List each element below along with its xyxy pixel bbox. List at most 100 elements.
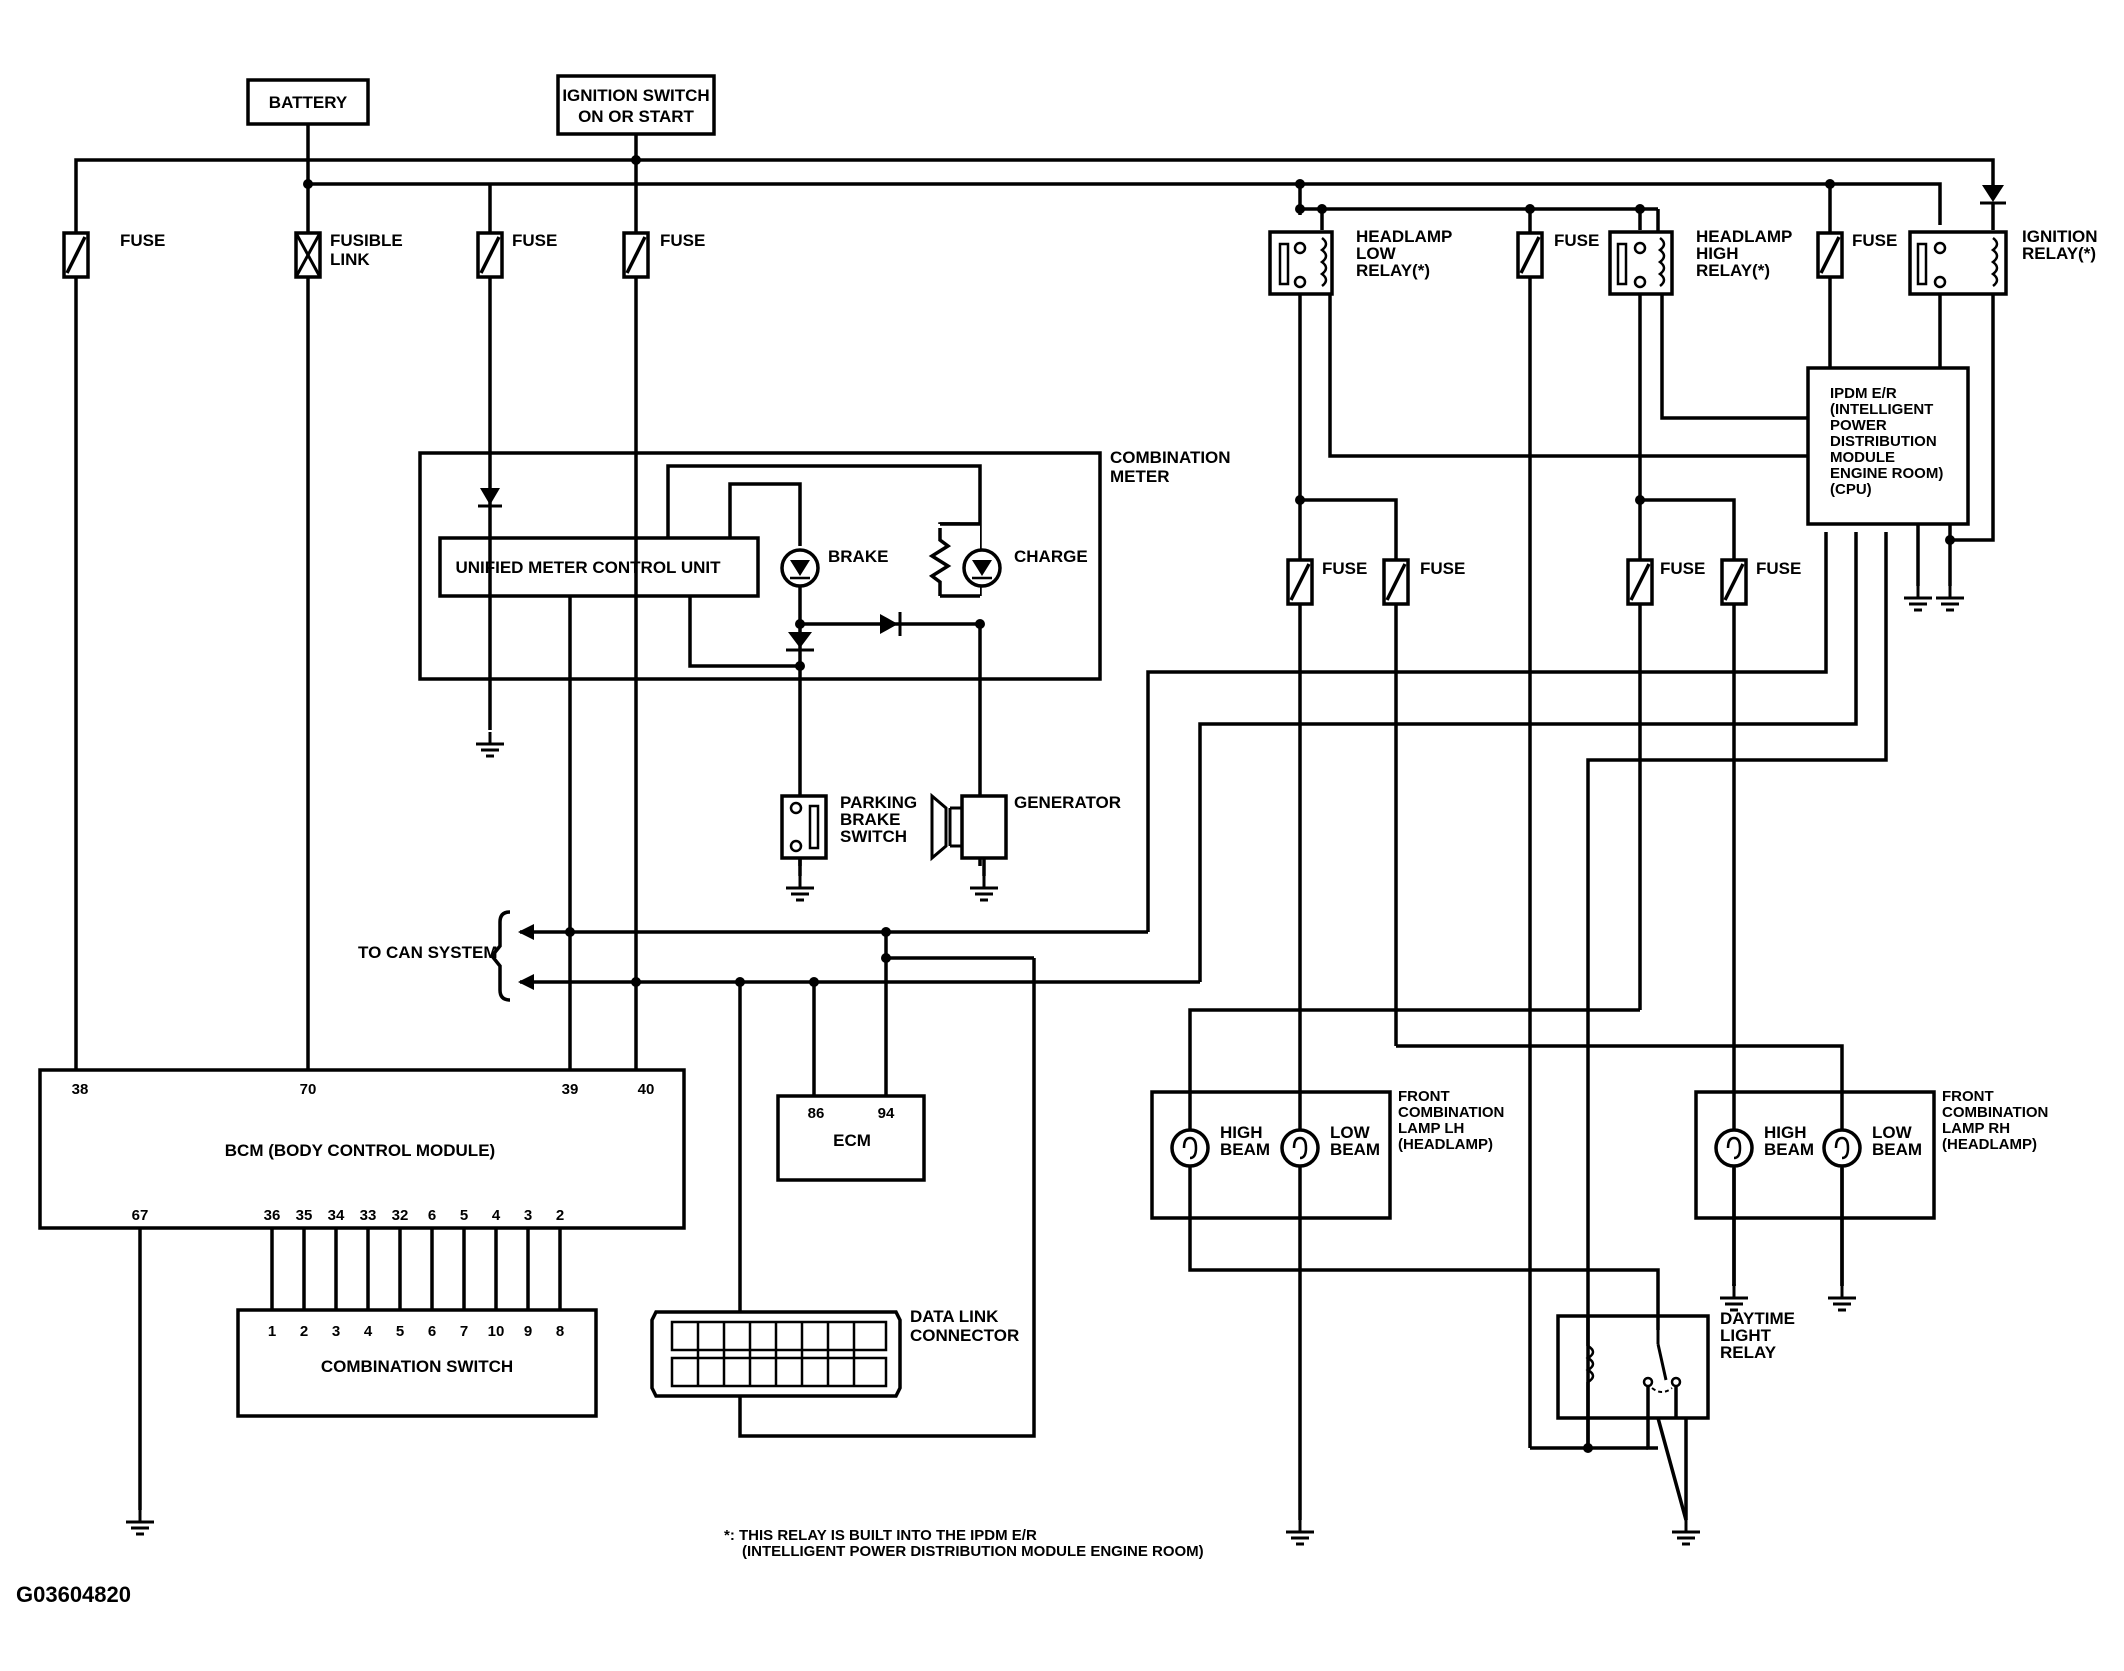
combination-switch-pin: 5	[396, 1323, 404, 1340]
bcm-label: BCM (BODY CONTROL MODULE)	[225, 1141, 495, 1160]
front-lamp-rh-label-4: (HEADLAMP)	[1942, 1136, 2037, 1153]
right-fuses	[1516, 225, 1844, 1448]
headlamp-high-relay-label-2: HIGH	[1696, 244, 1739, 263]
bcm-pin: 4	[492, 1207, 501, 1224]
low-beam-rh-label-2: BEAM	[1872, 1140, 1922, 1159]
combination-switch-pin: 9	[524, 1323, 532, 1340]
ipdm-label: DISTRIBUTION	[1830, 433, 1937, 450]
fuse-label: FUSE	[512, 231, 557, 250]
parking-brake-switch-label-3: SWITCH	[840, 827, 907, 846]
ignition-relay-label-2: RELAY(*)	[2022, 244, 2096, 263]
ipdm-label: (CPU)	[1830, 481, 1872, 498]
brake-lamp-icon	[780, 548, 820, 588]
footnote-line-2: (INTELLIGENT POWER DISTRIBUTION MODULE E…	[742, 1543, 1204, 1560]
fuse-label: FUSE	[120, 231, 165, 250]
figure-id: G03604820	[16, 1582, 131, 1607]
front-lamp-lh-box	[1150, 1090, 1392, 1220]
can-bus	[489, 532, 1888, 1448]
brake-lamp-label: BRAKE	[828, 547, 888, 566]
data-link-connector-label: DATA LINK	[910, 1307, 999, 1326]
bcm-pin: 36	[264, 1207, 281, 1224]
ignition-relay-label: IGNITION	[2022, 227, 2098, 246]
fuse-label: FUSE	[1420, 559, 1465, 578]
combination-switch-box	[236, 1308, 598, 1418]
bcm-box	[38, 1068, 686, 1230]
fusible-link-label: FUSIBLE	[330, 231, 403, 250]
parking-brake-switch-label: PARKING	[840, 793, 917, 812]
ipdm-box	[1806, 366, 1970, 526]
parking-brake-switch-label-2: BRAKE	[840, 810, 900, 829]
data-link-connector-icon	[650, 1310, 902, 1398]
ecm-label: ECM	[833, 1131, 871, 1150]
bcm-pin: 3	[524, 1207, 532, 1224]
front-lamp-lh-label-2: COMBINATION	[1398, 1104, 1504, 1121]
generator-icon	[930, 792, 1008, 902]
bcm-pin: 33	[360, 1207, 377, 1224]
fuse-label: FUSE	[1322, 559, 1367, 578]
high-beam-rh-label-2: BEAM	[1764, 1140, 1814, 1159]
supply-rails	[74, 124, 2006, 238]
ipdm-label: POWER	[1830, 417, 1887, 434]
front-lamp-rh-label-3: LAMP RH	[1942, 1120, 2010, 1137]
combination-switch-label: COMBINATION SWITCH	[321, 1357, 513, 1376]
relay-control-wiring	[1328, 294, 1995, 612]
headlamp-low-relay-label-3: RELAY(*)	[1356, 261, 1430, 280]
high-beam-lh-label-2: BEAM	[1220, 1140, 1270, 1159]
ignition-switch-state: ON OR START	[578, 107, 694, 126]
fuse-label: FUSE	[1554, 231, 1599, 250]
bcm-pin: 67	[132, 1207, 149, 1224]
low-beam-rh-icon	[1822, 1128, 1862, 1168]
fuse-label: FUSE	[1852, 231, 1897, 250]
headlamp-fuses	[1286, 294, 1748, 1520]
bcm-pin: 32	[392, 1207, 409, 1224]
headlamp-high-relay-label: HEADLAMP	[1696, 227, 1792, 246]
high-beam-lh-icon	[1170, 1128, 1210, 1168]
combination-switch-pin: 6	[428, 1323, 436, 1340]
combination-switch-pins: 1 2 3 4 5 6 7 10 9 8	[268, 1323, 564, 1340]
lamp-routing	[1188, 1008, 1844, 1330]
fuse-label: FUSE	[660, 231, 705, 250]
lamp-grounds	[1284, 1168, 1858, 1546]
combination-switch-pin: 8	[556, 1323, 564, 1340]
combination-switch-pin: 10	[488, 1323, 505, 1340]
combination-meter-label-2: METER	[1110, 467, 1170, 486]
front-lamp-lh-label-4: (HEADLAMP)	[1398, 1136, 1493, 1153]
front-lamp-rh-label-2: COMBINATION	[1942, 1104, 2048, 1121]
left-fuse-column	[62, 160, 650, 1070]
footnote-line-1: *: THIS RELAY IS BUILT INTO THE IPDM E/R	[724, 1527, 1037, 1544]
battery-label: BATTERY	[269, 93, 348, 112]
ipdm-label: MODULE	[1830, 449, 1895, 466]
bcm-pin: 5	[460, 1207, 468, 1224]
charge-lamp-icon	[928, 522, 1002, 598]
meter-diode-icon	[786, 612, 902, 652]
front-lamp-lh-label: FRONT	[1398, 1088, 1450, 1105]
low-beam-rh-label: LOW	[1872, 1123, 1913, 1142]
daytime-light-relay-box	[1556, 1314, 1710, 1420]
can-system-label: TO CAN SYSTEM	[358, 943, 497, 962]
combination-meter-label: COMBINATION	[1110, 448, 1231, 467]
unified-meter-control-unit-label: UNIFIED METER CONTROL UNIT	[455, 558, 721, 577]
ipdm-label: IPDM E/R	[1830, 385, 1897, 402]
unified-meter-control-unit	[438, 536, 760, 598]
ecm-pin: 94	[878, 1105, 895, 1122]
ecm-pin: 86	[808, 1105, 825, 1122]
bcm-pin: 6	[428, 1207, 436, 1224]
bcm-pin: 2	[556, 1207, 564, 1224]
daytime-light-relay-icon	[1530, 1316, 1702, 1546]
front-lamp-lh-label-3: LAMP LH	[1398, 1120, 1464, 1137]
generator-label: GENERATOR	[1014, 793, 1121, 812]
high-beam-rh-label: HIGH	[1764, 1123, 1807, 1142]
daytime-light-relay-label-3: RELAY	[1720, 1343, 1777, 1362]
headlamp-low-relay-label: HEADLAMP	[1356, 227, 1452, 246]
bcm-pin: 39	[562, 1081, 579, 1098]
daytime-light-relay-label: DAYTIME	[1720, 1309, 1795, 1328]
combination-switch-pin: 3	[332, 1323, 340, 1340]
headlamp-high-relay-icon	[1608, 230, 1674, 296]
ignition-relay-icon	[1908, 230, 2008, 296]
fuse-label: FUSE	[1756, 559, 1801, 578]
ecm-box	[776, 1094, 926, 1182]
combination-switch-pin: 1	[268, 1323, 276, 1340]
headlamp-low-relay-icon	[1268, 230, 1334, 296]
bcm-pin: 35	[296, 1207, 313, 1224]
